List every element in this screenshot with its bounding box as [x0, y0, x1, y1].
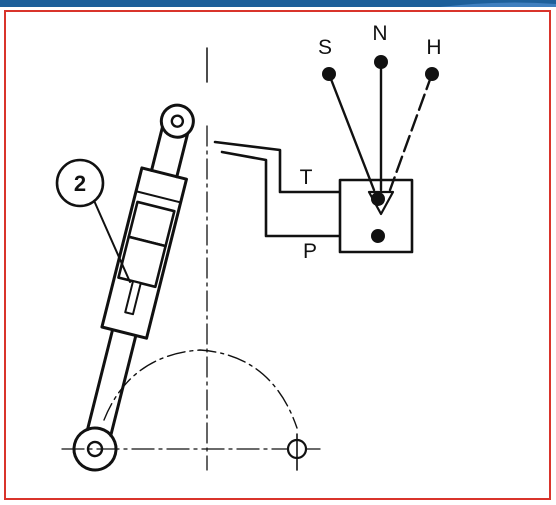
clevis-left	[150, 124, 165, 172]
rod-slot	[124, 280, 142, 316]
label-n: N	[372, 22, 387, 45]
position-dot-n	[374, 55, 388, 69]
lower-eye-hole	[86, 440, 104, 458]
cylinder-assembly	[72, 103, 195, 472]
label-t: T	[300, 166, 313, 189]
callout-number: 2	[74, 171, 86, 196]
valve-dot-t	[371, 192, 385, 206]
swing-arc	[103, 349, 298, 429]
callout-leader	[91, 195, 131, 283]
position-dot-s	[322, 67, 336, 81]
label-p: P	[303, 240, 317, 263]
valve-dot-p	[371, 229, 385, 243]
rod-right-edge	[109, 334, 138, 437]
top-header-band	[0, 0, 556, 7]
label-s: S	[318, 36, 332, 59]
lever-line-h	[388, 72, 434, 192]
label-h: H	[426, 36, 441, 59]
top-header-swoosh	[440, 2, 556, 7]
line-port-t	[213, 140, 372, 194]
lower-eye	[72, 426, 118, 472]
clevis-right	[175, 130, 190, 179]
position-dot-h	[425, 67, 439, 81]
barrel-cap-line	[135, 190, 182, 204]
callout-circle	[55, 158, 105, 208]
line-port-p	[220, 150, 372, 238]
upper-eye	[159, 103, 195, 139]
piston-lower	[117, 235, 167, 289]
rod-left-edge	[86, 328, 115, 432]
lever-line-s	[327, 72, 376, 192]
upper-eye-hole	[170, 114, 185, 128]
diagram-frame	[4, 10, 551, 500]
